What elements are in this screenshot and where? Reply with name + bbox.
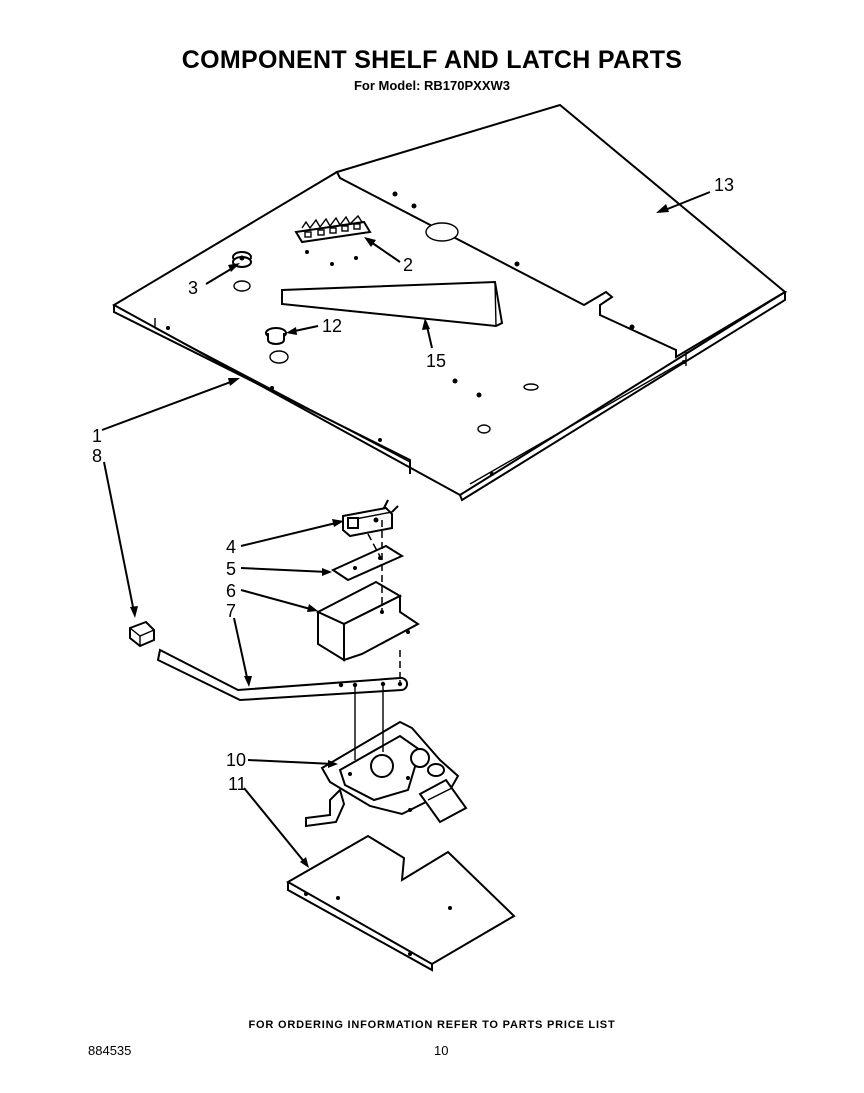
terminal-block bbox=[294, 214, 372, 244]
callout-5: 5 bbox=[226, 559, 236, 579]
callout-2: 2 bbox=[403, 255, 413, 275]
latch-handle-rod bbox=[156, 648, 409, 702]
door-switch bbox=[342, 499, 399, 538]
callout-8: 8 bbox=[92, 446, 102, 466]
callout-7: 7 bbox=[226, 601, 236, 621]
callout-6: 6 bbox=[226, 581, 236, 601]
ordering-note: FOR ORDERING INFORMATION REFER TO PARTS … bbox=[248, 1019, 616, 1031]
callout-labels: 13 2 3 12 15 1 8 4 5 6 7 10 11 bbox=[92, 175, 734, 794]
document-number: 884535 bbox=[88, 1043, 132, 1058]
callout-4: 4 bbox=[226, 537, 236, 557]
callout-3: 3 bbox=[188, 278, 198, 298]
page-title: COMPONENT SHELF AND LATCH PARTS bbox=[181, 46, 683, 74]
model-subtitle: For Model: RB170PXXW3 bbox=[353, 78, 511, 93]
latch-assembly bbox=[305, 720, 468, 828]
plug-button bbox=[265, 327, 287, 345]
page-number: 10 bbox=[434, 1043, 449, 1058]
leader-lines bbox=[101, 191, 711, 868]
callout-10: 10 bbox=[226, 750, 246, 770]
callout-15: 15 bbox=[426, 351, 446, 371]
callout-13: 13 bbox=[714, 175, 734, 195]
latch-knob bbox=[129, 620, 155, 648]
cover-plate bbox=[335, 103, 787, 359]
callout-12: 12 bbox=[322, 316, 342, 336]
assembly-lines bbox=[354, 520, 401, 760]
callout-11: 11 bbox=[228, 774, 247, 794]
switch-bracket bbox=[315, 580, 420, 662]
switch-insulator bbox=[330, 544, 405, 582]
latch-plate bbox=[285, 834, 516, 972]
baffle-strip bbox=[281, 280, 504, 328]
callout-1: 1 bbox=[92, 426, 102, 446]
